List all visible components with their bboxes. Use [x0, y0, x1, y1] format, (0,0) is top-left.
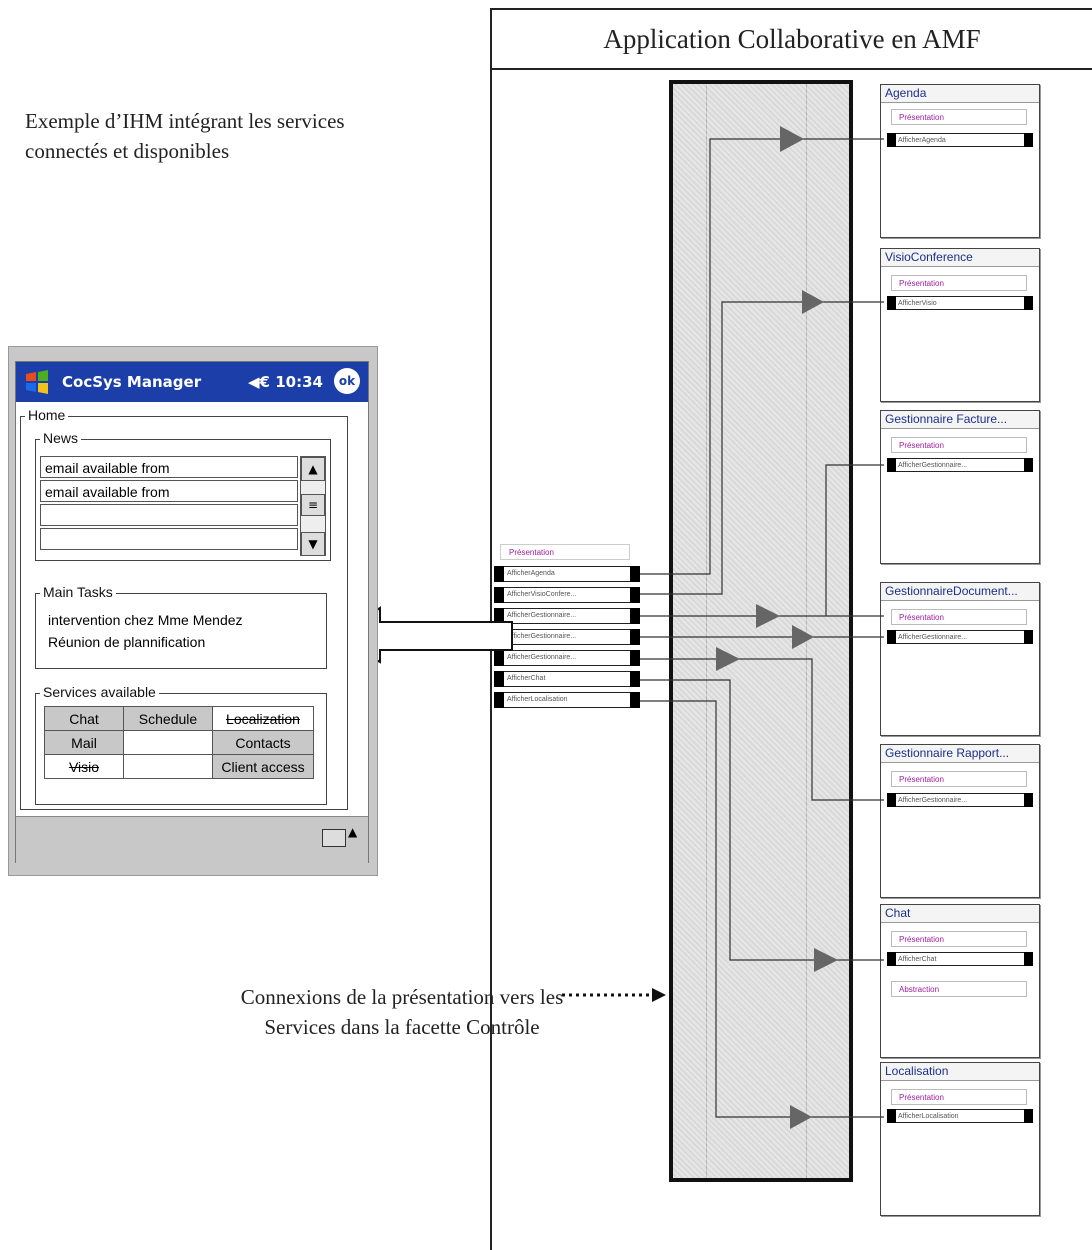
service-visioconference: VisioConference Présentation AfficherVis…	[880, 248, 1040, 402]
news-item[interactable]	[40, 528, 298, 550]
service-client-access-cell[interactable]: Client access	[212, 754, 314, 779]
service-presentation: Présentation	[891, 771, 1027, 787]
task-item[interactable]: intervention chez Mme Mendez	[48, 612, 243, 628]
control-facet-column	[669, 80, 853, 1182]
pda-clock[interactable]: ◀€ 10:34	[248, 373, 323, 391]
service-chat-cell[interactable]: Chat	[44, 706, 124, 731]
input-menu-arrow-icon[interactable]: ▲	[348, 825, 358, 839]
main-tasks-group: Main Tasks intervention chez Mme Mendez …	[35, 584, 327, 669]
news-scrollbar[interactable]: ▲ ≡ ▼	[300, 456, 326, 556]
caption-connections: Connexions de la présentation vers les S…	[240, 985, 564, 1039]
service-gestionnaire-rapport: Gestionnaire Rapport... Présentation Aff…	[880, 744, 1040, 898]
main-tasks-legend: Main Tasks	[40, 584, 116, 600]
service-contacts-cell[interactable]: Contacts	[212, 730, 314, 755]
application-title: Application Collaborative en AMF	[603, 24, 981, 54]
service-gestionnaire-document: GestionnaireDocument... Présentation Aff…	[880, 582, 1040, 736]
scroll-down-icon[interactable]: ▼	[301, 532, 325, 556]
service-title: Gestionnaire Rapport...	[881, 745, 1039, 763]
presentation-port-agenda[interactable]: AfficherAgenda	[494, 566, 640, 582]
presentation-block: Présentation AfficherAgenda AfficherVisi…	[494, 540, 646, 712]
news-item[interactable]: email available from	[40, 456, 298, 478]
services-available-group: Services available Chat Schedule Localiz…	[35, 684, 327, 805]
pda-device: CocSys Manager ◀€ 10:34 ok Home News ema…	[8, 346, 378, 876]
presentation-port-chat[interactable]: AfficherChat	[494, 671, 640, 687]
presentation-block-title: Présentation	[500, 544, 630, 560]
service-visio-cell[interactable]: Visio	[44, 754, 124, 779]
presentation-port-visio[interactable]: AfficherVisioConfere...	[494, 587, 640, 603]
service-title: Gestionnaire Facture...	[881, 411, 1039, 429]
service-gestionnaire-facture: Gestionnaire Facture... Présentation Aff…	[880, 410, 1040, 564]
news-item[interactable]: email available from	[40, 480, 298, 502]
service-port[interactable]: AfficherLocalisation	[887, 1109, 1033, 1123]
services-row: Chat Schedule Localization	[44, 706, 314, 731]
ok-button[interactable]: ok	[334, 368, 360, 394]
home-legend: Home	[25, 407, 69, 423]
service-port[interactable]: AfficherGestionnaire...	[887, 793, 1033, 807]
service-title: Chat	[881, 905, 1039, 923]
service-schedule-cell[interactable]: Schedule	[123, 706, 213, 731]
pda-bottom-bar: ▲	[16, 816, 368, 863]
presentation-port-rapport[interactable]: AfficherGestionnaire...	[494, 650, 640, 666]
news-item[interactable]	[40, 504, 298, 526]
windows-logo-icon[interactable]	[24, 369, 50, 395]
services-table: Chat Schedule Localization Mail Contacts…	[44, 706, 314, 779]
service-title: VisioConference	[881, 249, 1039, 267]
caption-ihm-example: Exemple d’IHM intégrant les services con…	[25, 109, 345, 163]
presentation-port-facture[interactable]: AfficherGestionnaire...	[494, 608, 640, 624]
news-legend: News	[40, 430, 82, 446]
pda-title-bar: CocSys Manager ◀€ 10:34 ok	[16, 362, 368, 402]
task-item[interactable]: Réunion de plannification	[48, 634, 206, 650]
service-port[interactable]: AfficherGestionnaire...	[887, 630, 1033, 644]
service-presentation: Présentation	[891, 109, 1027, 125]
keyboard-icon[interactable]	[322, 829, 346, 847]
news-group: News email available from email availabl…	[35, 430, 331, 561]
services-row: Visio Client access	[44, 754, 314, 779]
pda-app-name: CocSys Manager	[62, 373, 202, 391]
application-title-bar: Application Collaborative en AMF	[490, 8, 1092, 70]
services-available-legend: Services available	[40, 684, 159, 700]
service-port[interactable]: AfficherGestionnaire...	[887, 458, 1033, 472]
service-port[interactable]: AfficherVisio	[887, 296, 1033, 310]
service-presentation: Présentation	[891, 437, 1027, 453]
service-mail-cell[interactable]: Mail	[44, 730, 124, 755]
home-group: Home News email available from email ava…	[20, 407, 348, 810]
service-empty-cell	[123, 754, 213, 779]
presentation-port-document[interactable]: AfficherGestionnaire...	[494, 629, 640, 645]
scroll-thumb[interactable]: ≡	[301, 494, 325, 516]
presentation-port-localisation[interactable]: AfficherLocalisation	[494, 692, 640, 708]
service-port[interactable]: AfficherAgenda	[887, 133, 1033, 147]
service-localisation: Localisation Présentation AfficherLocali…	[880, 1062, 1040, 1216]
service-presentation: Présentation	[891, 609, 1027, 625]
services-row: Mail Contacts	[44, 730, 314, 755]
service-presentation: Présentation	[891, 1089, 1027, 1105]
service-port[interactable]: AfficherChat	[887, 952, 1033, 966]
service-title: GestionnaireDocument...	[881, 583, 1039, 601]
service-presentation: Présentation	[891, 275, 1027, 291]
scroll-up-icon[interactable]: ▲	[301, 457, 325, 481]
service-presentation: Présentation	[891, 931, 1027, 947]
service-localization-cell[interactable]: Localization	[212, 706, 314, 731]
service-empty-cell	[123, 730, 213, 755]
service-chat: Chat Présentation AfficherChat Abstracti…	[880, 904, 1040, 1058]
service-title: Localisation	[881, 1063, 1039, 1081]
pda-screen: CocSys Manager ◀€ 10:34 ok Home News ema…	[15, 361, 369, 863]
service-title: Agenda	[881, 85, 1039, 103]
service-agenda: Agenda Présentation AfficherAgenda	[880, 84, 1040, 238]
service-abstraction: Abstraction	[891, 981, 1027, 997]
